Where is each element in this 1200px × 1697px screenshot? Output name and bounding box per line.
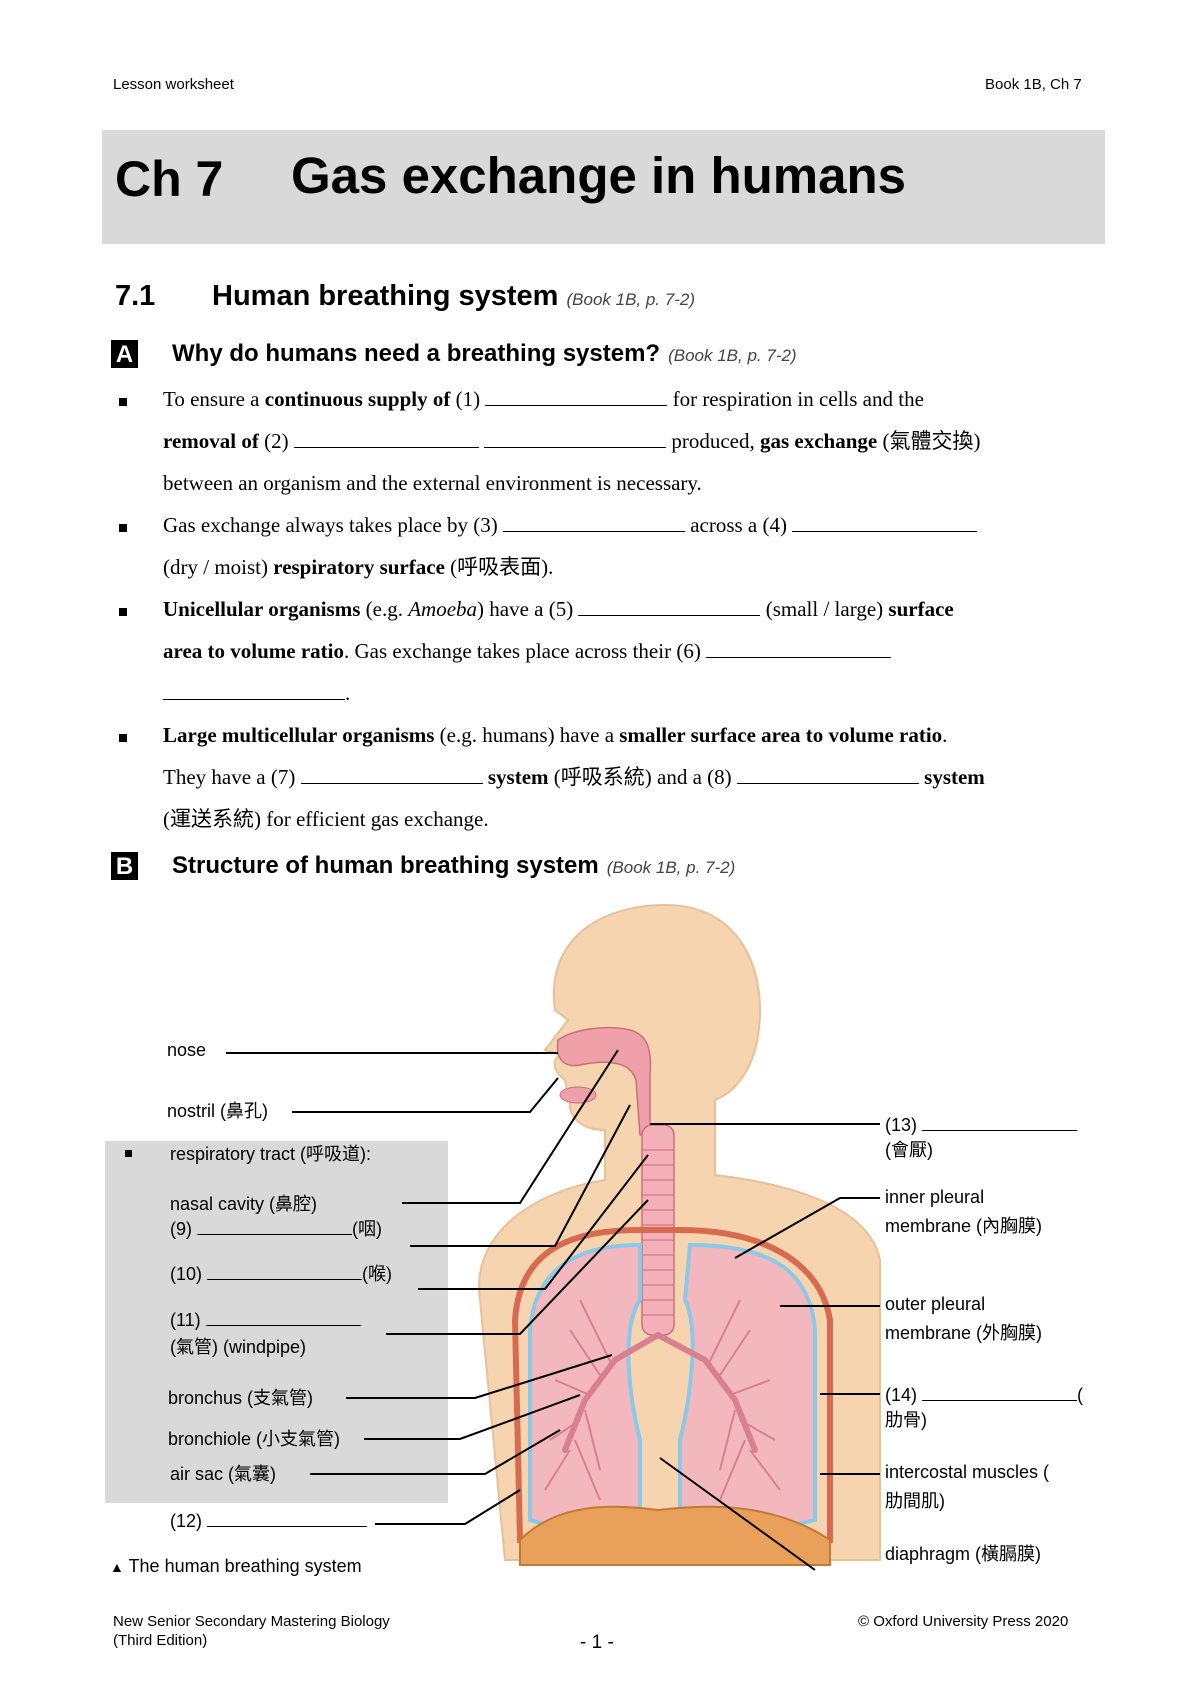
bullet-2-marker [119, 524, 127, 532]
label-respiratory-tract: respiratory tract (呼吸道): [170, 1144, 372, 1164]
label-intercostal-1: intercostal muscles ( [885, 1462, 1050, 1482]
part-a-badge: A [111, 340, 138, 368]
section-ref: (Book 1B, p. 7-2) [566, 290, 695, 309]
mouth-shape [559, 1086, 597, 1104]
blank-6a[interactable] [706, 639, 892, 658]
label-bronchiole: bronchiole (小支氣管) [168, 1429, 341, 1449]
label-9: (9) (咽) [170, 1215, 382, 1241]
blank-14[interactable] [922, 1382, 1078, 1401]
footer-book-title: New Senior Secondary Mastering Biology [113, 1613, 390, 1630]
label-outer-pleural-2: membrane (外胸膜) [885, 1323, 1043, 1343]
bullet-4-marker [119, 734, 127, 742]
label-14: (14) ( [885, 1382, 1083, 1406]
figure-caption: ▲ The human breathing system [110, 1556, 362, 1576]
right-lung [678, 1242, 817, 1529]
part-b-title: Structure of human breathing system [172, 852, 599, 879]
label-intercostal-2: 肋間肌) [885, 1491, 945, 1511]
blank-5[interactable] [578, 597, 761, 616]
blank-12[interactable] [207, 1508, 368, 1527]
label-14-ribs: 肋骨) [885, 1410, 927, 1430]
blank-4[interactable] [792, 513, 978, 532]
chest-wall [511, 1227, 833, 1543]
label-nostril: nostril (鼻孔) [167, 1101, 269, 1121]
part-a-title: Why do humans need a breathing system? [172, 340, 661, 367]
part-b-heading: Structure of human breathing system (Book… [172, 852, 735, 880]
trachea-rings [643, 1149, 673, 1316]
part-a-ref: (Book 1B, p. 7-2) [668, 346, 797, 365]
bullet-3-marker [119, 608, 127, 616]
section-title: Human breathing system [212, 280, 559, 312]
blank-8[interactable] [736, 765, 919, 784]
title-band [102, 130, 1105, 244]
diaphragm-muscle [519, 1505, 831, 1566]
label-diaphragm: diaphragm (橫膈膜) [885, 1544, 1042, 1564]
caption-arrow-icon: ▲ [110, 1559, 124, 1575]
chapter-number: Ch 7 [115, 151, 224, 207]
label-inner-pleural-1: inner pleural [885, 1187, 985, 1207]
blank-7[interactable] [300, 765, 483, 784]
bronchi [562, 1332, 758, 1453]
bullet-2-text: Gas exchange always takes place by (3) a… [163, 504, 1063, 588]
label-10: (10) (喉) [170, 1260, 392, 1286]
blank-9[interactable] [197, 1216, 353, 1235]
part-b-ref: (Book 1B, p. 7-2) [606, 858, 736, 877]
part-b-badge: B [111, 852, 138, 880]
label-nose: nose [167, 1040, 207, 1060]
label-nasal-cavity: nasal cavity (鼻腔) [170, 1194, 318, 1214]
label-13: (13) [885, 1112, 1078, 1136]
page-number: - 1 - [580, 1632, 614, 1653]
label-inner-pleural-2: membrane (內胸膜) [885, 1216, 1043, 1236]
footer-edition: (Third Edition) [113, 1632, 208, 1649]
respiratory-tract-box [105, 1141, 448, 1503]
bronchioles [544, 1299, 781, 1501]
tract-bullet [125, 1150, 132, 1157]
blank-11[interactable] [205, 1307, 361, 1326]
header-right: Book 1B, Ch 7 [985, 76, 1082, 93]
bullet-1-marker [119, 398, 127, 406]
bullet-1-text: To ensure a continuous supply of (1) for… [163, 387, 981, 495]
label-outer-pleural-1: outer pleural [885, 1294, 986, 1314]
label-11: (11) [170, 1307, 361, 1331]
section-heading: Human breathing system (Book 1B, p. 7-2) [212, 280, 695, 313]
footer-copyright: © Oxford University Press 2020 [858, 1613, 1069, 1630]
leader-lines-right [650, 1123, 880, 1571]
header-left: Lesson worksheet [113, 76, 234, 93]
blank-3[interactable] [502, 513, 685, 532]
label-bronchus: bronchus (支氣管) [168, 1388, 314, 1408]
page-title: Gas exchange in humans [291, 147, 907, 204]
blank-1[interactable] [485, 387, 668, 406]
label-air-sac: air sac (氣囊) [170, 1464, 277, 1484]
breathing-system-diagram [226, 903, 881, 1571]
bullet-4-text: Large multicellular organisms (e.g. huma… [163, 723, 985, 831]
label-12: (12) [170, 1508, 368, 1532]
blank-2b[interactable] [484, 429, 667, 448]
bullet-3-text: Unicellular organisms (e.g. Amoeba) have… [163, 597, 954, 705]
blank-6b[interactable] [163, 681, 345, 700]
section-number: 7.1 [115, 280, 156, 312]
part-a-heading: Why do humans need a breathing system? (B… [172, 340, 797, 368]
blank-2a[interactable] [293, 429, 479, 448]
leader-lines-left [226, 1049, 649, 1525]
label-11-trachea: (氣管) (windpipe) [170, 1337, 307, 1357]
blank-10[interactable] [207, 1261, 363, 1280]
blank-13[interactable] [922, 1112, 1078, 1131]
label-13-epiglottis: (會厭) [885, 1140, 933, 1160]
